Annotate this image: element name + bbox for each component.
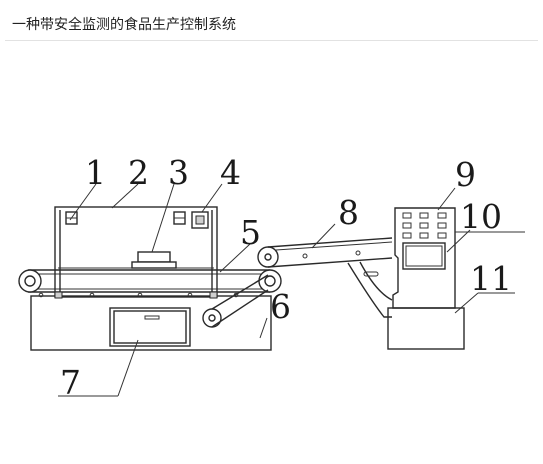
callout-3: 3 — [168, 153, 189, 192]
callout-11: 11 — [470, 259, 512, 298]
callout-7: 7 — [60, 363, 81, 402]
page-title: 一种带安全监测的食品生产控制系统 — [12, 17, 236, 33]
callout-2: 2 — [128, 153, 149, 192]
callout-5: 5 — [240, 213, 261, 252]
callout-8: 8 — [338, 193, 359, 232]
motor-6 — [202, 274, 269, 328]
product-3 — [131, 251, 177, 269]
callout-labels: 1 2 3 4 5 6 7 8 9 10 11 — [60, 153, 512, 402]
callout-6: 6 — [270, 287, 291, 326]
callout-4: 4 — [220, 153, 241, 192]
left-conveyor — [18, 269, 282, 298]
leader-lines — [58, 183, 525, 397]
title-bar: 一种带安全监测的食品生产控制系统 — [5, 0, 538, 41]
display-screen-10 — [402, 242, 446, 270]
callout-10: 10 — [460, 197, 502, 236]
control-cabinet — [392, 207, 456, 309]
incline-conveyor-8 — [257, 237, 393, 318]
base-cabinet — [30, 295, 272, 351]
drawer-7 — [109, 307, 191, 347]
inspection-frame — [54, 206, 218, 299]
callout-9: 9 — [455, 155, 476, 194]
callout-1: 1 — [85, 153, 106, 192]
base-11 — [387, 307, 465, 350]
